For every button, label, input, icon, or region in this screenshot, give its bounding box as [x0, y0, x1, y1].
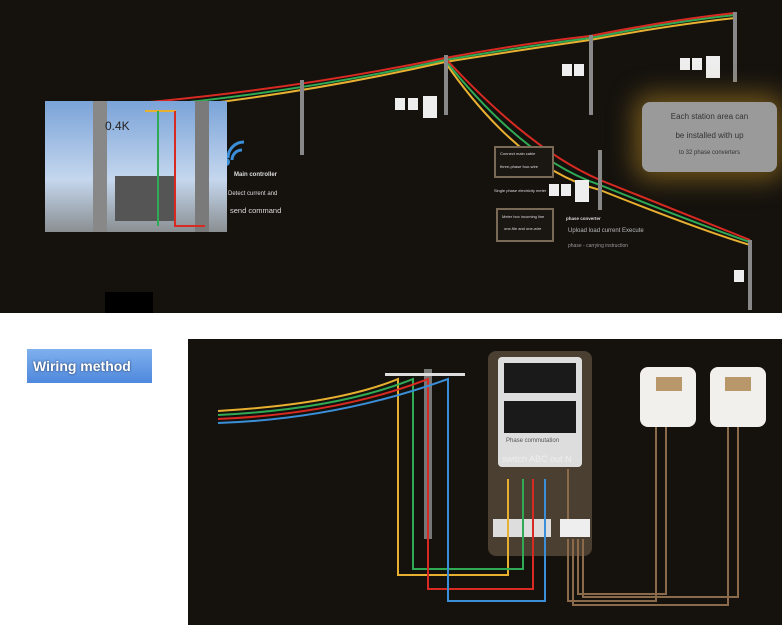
photo-label: 0.4K: [105, 119, 130, 133]
upload-text: phase - carrying instruction: [568, 243, 629, 249]
note-text: three-phase four-wire: [500, 164, 539, 169]
note-text: Connect main cable: [500, 151, 536, 156]
overview-diagram: 0.4K Main controller Detect current and …: [0, 0, 782, 313]
single-phase-meter: [640, 367, 696, 427]
transformer-photo: 0.4K: [45, 101, 227, 232]
phase-commutation-label: Phase commutation: [506, 438, 560, 444]
note-text: Meter box incoming line: [502, 214, 545, 219]
note-text: one-file and one-wire: [504, 226, 542, 231]
info-text: to 32 phase converters: [678, 150, 741, 156]
wiring-diagram: Phase commutation switch ABC out N: [188, 339, 782, 625]
pole: [733, 12, 737, 82]
pole: [598, 150, 602, 210]
pole: [748, 240, 752, 310]
info-box: Each station area can be installed with …: [642, 102, 777, 172]
upload-text: Upload load current Execute: [568, 228, 644, 234]
single-phase-meter: [710, 367, 766, 427]
note-incoming-line: Meter box incoming line one-file and one…: [496, 208, 554, 242]
wifi-icon: [226, 140, 245, 161]
pole: [589, 35, 593, 115]
single-phase-label: Single phase electricity meter: [494, 188, 547, 193]
switch-label: switch ABC out N: [502, 454, 572, 464]
pole: [444, 55, 448, 115]
phase-converter-label: phase converter: [566, 216, 601, 221]
detect-text: Detect current and: [228, 191, 278, 197]
pole: [300, 80, 304, 155]
main-controller-label: Main controller: [234, 172, 278, 178]
info-text: be installed with up: [675, 131, 744, 140]
info-text: Each station area can: [670, 112, 749, 121]
wiring-lines: [217, 351, 766, 606]
send-command-text: send command: [230, 206, 282, 215]
note-main-cable: Connect main cable three-phase four-wire: [494, 146, 554, 178]
wiring-method-button[interactable]: Wiring method: [27, 349, 152, 383]
